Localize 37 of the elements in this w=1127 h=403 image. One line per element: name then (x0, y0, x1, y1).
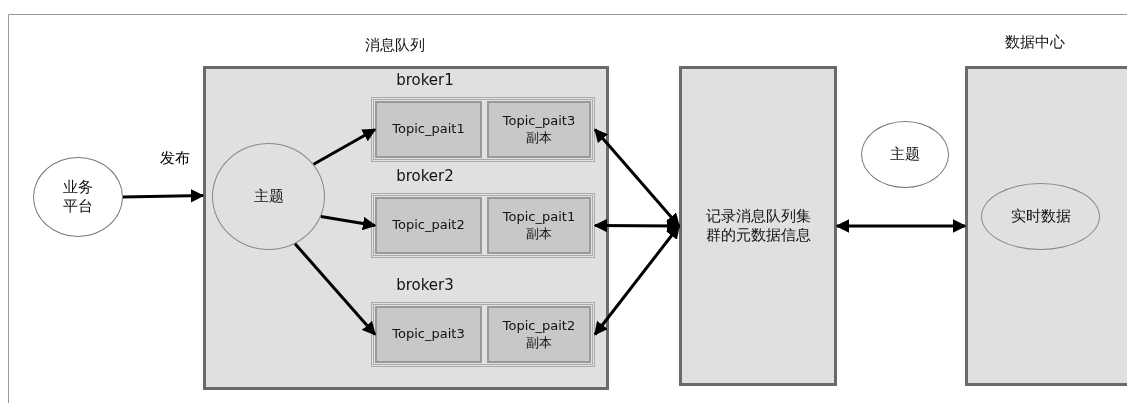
node-label: Topic_pait2 副本 (501, 317, 577, 352)
node-label: 记录消息队列集群的元数据信息 (704, 206, 812, 246)
partition-box (375, 306, 482, 363)
group-heading: 数据中心 (1005, 33, 1065, 52)
broker-box (371, 302, 595, 367)
partition-box (487, 197, 591, 254)
node-label: Topic_pait3 (392, 326, 465, 343)
process-box (679, 66, 837, 386)
node-label: Topic_pait3 副本 (501, 112, 577, 147)
node-label: Topic_pait1 (392, 121, 465, 138)
edge-label: 发布 (158, 148, 192, 168)
arrow (593, 224, 681, 336)
arrow (293, 242, 377, 336)
broker-box (371, 193, 595, 258)
group-box (203, 66, 609, 390)
arrow (593, 218, 681, 233)
node-label: Topic_pait2 (392, 217, 465, 234)
partition-box (375, 197, 482, 254)
group-heading: broker2 (396, 167, 454, 185)
arrow (593, 128, 681, 227)
arrow (122, 189, 205, 203)
broker-box (371, 97, 595, 162)
group-heading: 消息队列 (365, 36, 425, 55)
partition-box (375, 101, 482, 158)
node-label: 主题 (253, 186, 284, 207)
arrow (835, 219, 967, 233)
partition-box (487, 101, 591, 158)
node-label: 业务平台 (62, 177, 94, 217)
arrow (320, 215, 377, 231)
partition-box (487, 306, 591, 363)
node-label: 主题 (890, 144, 920, 165)
group-box (965, 66, 1127, 386)
node-label: 实时数据 (1010, 206, 1071, 227)
arrow (312, 128, 377, 166)
node-label: Topic_pait1 副本 (501, 208, 577, 243)
group-heading: broker3 (396, 276, 454, 294)
group-heading: broker1 (396, 71, 454, 89)
